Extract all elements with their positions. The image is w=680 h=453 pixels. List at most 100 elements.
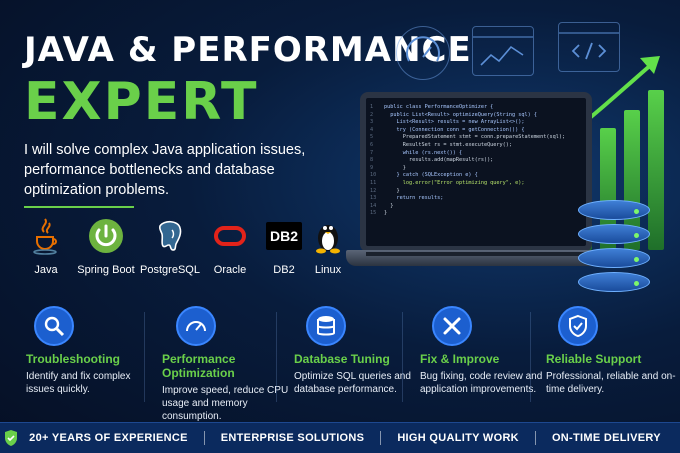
bottom-bar-separator <box>534 431 536 445</box>
bottom-bar-separator <box>203 431 205 445</box>
code-line: 3 List<Result> results = new ArrayList<>… <box>370 119 582 127</box>
code-line: 2 public List<Result> optimizeQuery(Stri… <box>370 112 582 120</box>
tech-label: PostgreSQL <box>140 264 200 276</box>
line-number: 1 <box>370 104 374 110</box>
shield-check-icon <box>5 430 18 446</box>
code-line: 13 return results; <box>370 195 582 203</box>
line-number: 8 <box>370 157 374 164</box>
java-icon <box>16 216 76 256</box>
line-number: 12 <box>370 187 377 194</box>
code-line: 6 ResultSet rs = stmt.executeQuery(); <box>370 142 582 150</box>
feature-description: Improve speed, reduce CPU usage and memo… <box>162 385 289 422</box>
feature-troubleshooting: Troubleshooting Identify and fix complex… <box>26 306 156 396</box>
laptop-keyboard <box>366 252 586 256</box>
line-number: 5 <box>370 134 374 141</box>
code-text: ResultSet rs = stmt.executeQuery(); <box>384 141 513 148</box>
line-number: 7 <box>370 149 374 156</box>
line-number: 11 <box>370 179 377 186</box>
title-line-2: EXPERT <box>24 72 259 132</box>
feature-database-tuning: Database Tuning Optimize SQL queries and… <box>294 306 424 396</box>
code-text: PreparedStatement stmt = conn.prepareSta… <box>384 134 566 141</box>
feature-title: Performance Optimization <box>162 352 236 380</box>
code-text: } <box>384 210 388 217</box>
analytics-window-icon <box>472 26 534 76</box>
line-number: 13 <box>370 195 377 202</box>
bottom-bar-item: ON-TIME DELIVERY <box>551 432 661 444</box>
code-text: while (rs.next()) { <box>384 149 463 156</box>
tech-linux: Linux <box>298 216 358 276</box>
bottom-bar: 20+ YEARS OF EXPERIENCE ENTERPRISE SOLUT… <box>0 422 680 453</box>
dashboard-gauge-icon <box>396 26 450 80</box>
database-stack-icon <box>578 200 650 292</box>
line-number: 9 <box>370 164 374 171</box>
code-line: 11 log.error("Error optimizing query", e… <box>370 180 582 188</box>
tech-java: Java <box>16 216 76 276</box>
line-number: 4 <box>370 126 374 133</box>
code-line: 7 while (rs.next()) { <box>370 150 582 158</box>
line-number: 15 <box>370 210 377 217</box>
spring-boot-icon <box>76 216 136 256</box>
code-editor-screen: 1 public class PerformanceOptimizer { 2 pu… <box>360 92 592 252</box>
code-text: } <box>384 202 394 209</box>
laptop: 1 public class PerformanceOptimizer { 2 pu… <box>346 92 602 272</box>
code-text: return results; <box>384 195 444 202</box>
feature-divider <box>402 312 403 402</box>
feature-divider <box>276 312 277 402</box>
code-text: results.add(mapResult(rs)); <box>384 157 494 164</box>
db2-icon: DB2 <box>254 216 314 256</box>
feature-divider <box>144 312 145 402</box>
code-line: 12 } <box>370 188 582 196</box>
tech-spring-boot: Spring Boot <box>76 216 136 276</box>
bottom-bar-item: ENTERPRISE SOLUTIONS <box>220 432 365 444</box>
feature-description: Optimize SQL queries and database perfor… <box>294 371 411 395</box>
code-line: 5 PreparedStatement stmt = conn.prepareS… <box>370 134 582 142</box>
linux-icon <box>298 216 358 256</box>
code-block: 1 public class PerformanceOptimizer { 2 pu… <box>366 98 586 224</box>
feature-description: Bug fixing, code review and application … <box>420 371 543 395</box>
tech-label: Linux <box>314 264 342 276</box>
feature-fix-improve: Fix & Improve Bug fixing, code review an… <box>420 306 550 396</box>
feature-reliable-support: Reliable Support Professional, reliable … <box>546 306 676 396</box>
line-number: 3 <box>370 119 374 126</box>
line-number: 10 <box>370 172 377 179</box>
code-line: 15} <box>370 210 582 218</box>
tech-label: DB2 <box>273 264 295 276</box>
bottom-bar-item: HIGH QUALITY WORK <box>397 432 519 444</box>
feature-title: Database Tuning <box>294 352 390 366</box>
code-text: } <box>384 187 400 194</box>
code-text: log.error("Error optimizing query", e); <box>384 179 525 186</box>
tech-label: Java <box>34 264 58 276</box>
database-icon <box>306 306 346 346</box>
code-window-icon <box>558 22 620 72</box>
tech-db2: DB2 DB2 <box>254 216 314 276</box>
tech-label: Oracle <box>213 264 247 276</box>
code-text: try (Connection conn = getConnection()) … <box>384 126 525 133</box>
code-text: public List<Result> optimizeQuery(String… <box>384 111 538 118</box>
magnifier-icon <box>34 306 74 346</box>
code-line: 4 try (Connection conn = getConnection()… <box>370 127 582 135</box>
accent-divider <box>24 206 134 208</box>
subtitle: I will solve complex Java application is… <box>24 142 306 198</box>
speedometer-icon <box>176 306 216 346</box>
oracle-icon <box>200 216 260 256</box>
growth-bar <box>648 90 664 250</box>
code-line: 9 } <box>370 165 582 173</box>
code-line: 10 } catch (SQLException e) { <box>370 172 582 180</box>
code-line: 8 results.add(mapResult(rs)); <box>370 157 582 165</box>
bottom-bar-item: 20+ YEARS OF EXPERIENCE <box>29 432 188 444</box>
tech-oracle: Oracle <box>200 216 260 276</box>
feature-title: Fix & Improve <box>420 352 500 366</box>
code-text: List<Result> results = new ArrayList<>()… <box>384 119 525 126</box>
code-text: } catch (SQLException e) { <box>384 172 478 179</box>
code-line: 1 public class PerformanceOptimizer { <box>370 104 582 112</box>
code-text: public class PerformanceOptimizer { <box>384 104 494 110</box>
feature-description: Identify and fix complex issues quickly. <box>26 371 131 395</box>
code-line: 14 } <box>370 203 582 211</box>
feature-performance: Performance Optimization Improve speed, … <box>162 306 292 423</box>
tools-icon <box>432 306 472 346</box>
feature-title: Reliable Support <box>546 352 642 366</box>
code-text: } <box>384 164 406 171</box>
tech-postgresql: PostgreSQL <box>140 216 200 276</box>
tech-label: Spring Boot <box>77 264 135 276</box>
line-number: 14 <box>370 202 377 209</box>
